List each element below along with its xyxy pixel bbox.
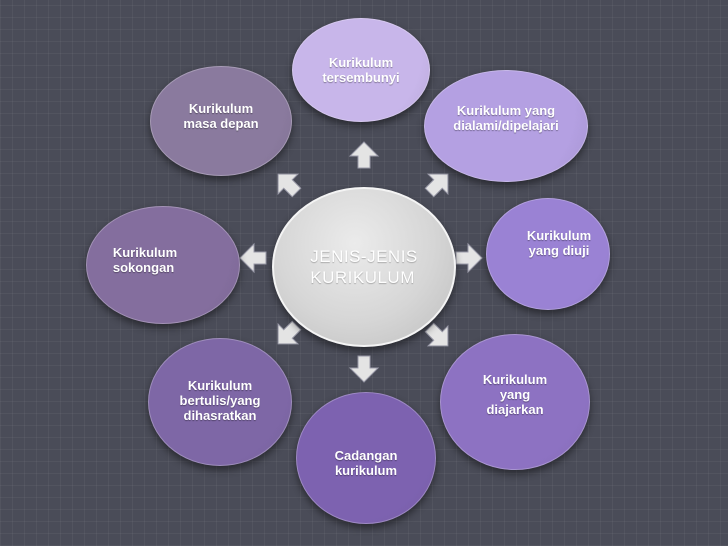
block-arrow-icon xyxy=(424,322,449,347)
node-kurikulum-dialami: Kurikulum yang dialami/dipelajari xyxy=(424,70,588,182)
block-arrow-shape xyxy=(424,173,449,198)
block-arrow-shape xyxy=(348,355,380,383)
node-kurikulum-masa-depan: Kurikulum masa depan xyxy=(150,66,292,176)
node-label: Kurikulum yang dialami/dipelajari xyxy=(453,103,559,133)
block-arrow-shape xyxy=(277,173,302,198)
node-label: Kurikulum tersembunyi xyxy=(322,55,400,85)
center-label: JENIS-JENIS KURIKULUM xyxy=(310,247,418,287)
block-arrow-icon xyxy=(277,320,302,345)
block-arrow-icon xyxy=(455,242,483,274)
block-arrow-shape xyxy=(424,322,449,347)
node-kurikulum-diuji: Kurikulum yang diuji xyxy=(486,198,610,310)
block-arrow-icon xyxy=(348,141,380,169)
node-label: Kurikulum sokongan xyxy=(112,245,178,275)
node-kurikulum-bertulis: Kurikulum bertulis/yang dihasratkan xyxy=(148,338,292,466)
block-arrow-icon xyxy=(424,173,449,198)
block-arrow-shape xyxy=(239,242,267,274)
block-arrow-shape xyxy=(348,141,380,169)
node-label: Cadangan kurikulum xyxy=(334,448,398,478)
block-arrow-shape xyxy=(455,242,483,274)
center-node: JENIS-JENIS KURIKULUM xyxy=(272,187,456,347)
node-cadangan-kurikulum: Cadangan kurikulum xyxy=(296,392,436,524)
node-kurikulum-diajarkan: Kurikulum yang diajarkan xyxy=(440,334,590,470)
block-arrow-icon xyxy=(348,355,380,383)
block-arrow-icon xyxy=(277,173,302,198)
node-label: Kurikulum yang diajarkan xyxy=(482,371,548,417)
node-label: Kurikulum masa depan xyxy=(183,101,259,131)
block-arrow-shape xyxy=(277,320,302,345)
node-kurikulum-tersembunyi: Kurikulum tersembunyi xyxy=(292,18,430,122)
node-kurikulum-sokongan: Kurikulum sokongan xyxy=(86,206,240,324)
node-label: Kurikulum bertulis/yang dihasratkan xyxy=(179,377,261,423)
node-label: Kurikulum yang diuji xyxy=(526,228,592,258)
block-arrow-icon xyxy=(239,242,267,274)
